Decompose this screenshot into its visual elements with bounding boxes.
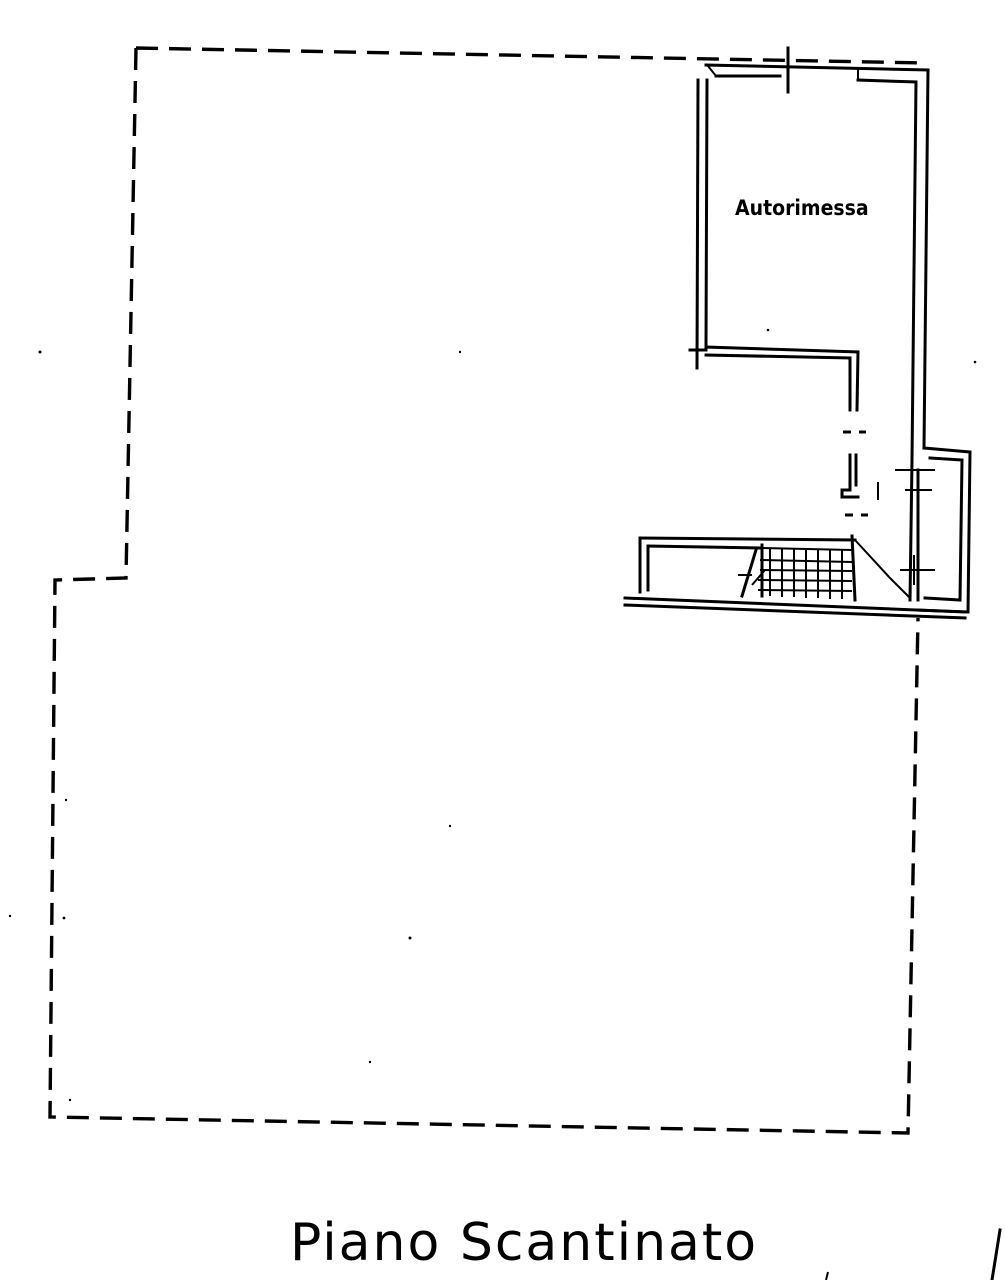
door-openings — [840, 430, 879, 517]
corner-mark-small — [825, 1271, 829, 1280]
garage-walls — [688, 46, 930, 462]
plan-title: Piano Scantinato — [290, 1213, 758, 1273]
scan-specks — [8, 328, 977, 1102]
corner-mark — [990, 1228, 1002, 1280]
room-label-garage: Autorimessa — [735, 196, 869, 220]
staircase — [623, 534, 967, 620]
side-shaft — [895, 446, 972, 614]
property-boundary — [48, 46, 926, 1135]
